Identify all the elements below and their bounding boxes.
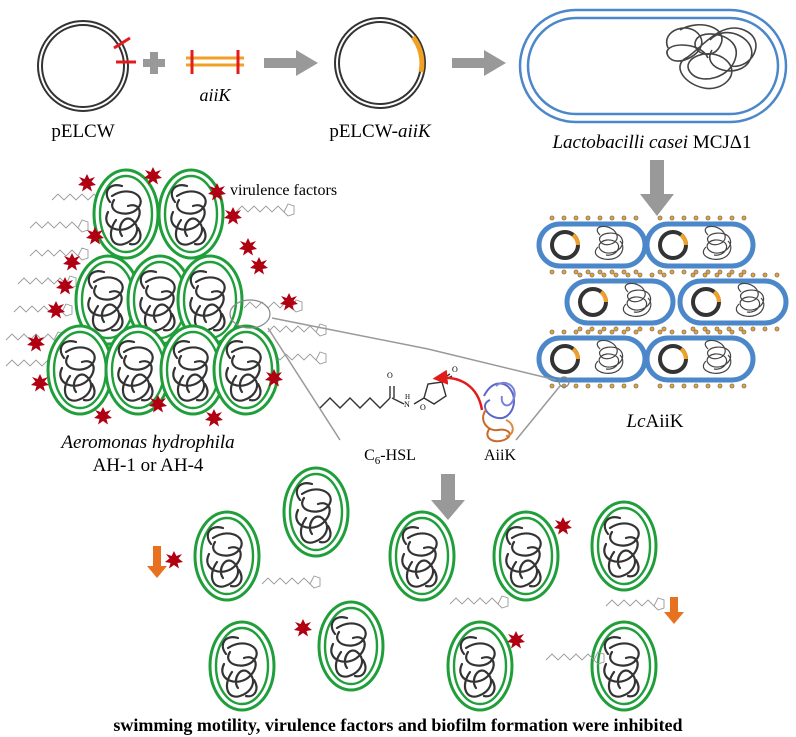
- aeromonas-cluster: [5, 167, 327, 427]
- zoom-lines: [267, 317, 561, 441]
- carbonyl-o-label: O: [452, 365, 458, 374]
- c6-hsl-structure: [319, 373, 453, 409]
- ring-o-label: O: [420, 403, 426, 412]
- gene-label: aiiK: [199, 85, 231, 105]
- aiik-protein-icon: [482, 381, 516, 443]
- pathogen-strains-label: AH-1 or AH-4: [92, 455, 204, 476]
- down-arrow-icon: [147, 546, 167, 578]
- virulence-factors-label: virulence factors: [230, 182, 338, 199]
- lactobacillus-cell: [518, 8, 788, 124]
- signal-label: C6-HSL: [364, 447, 416, 468]
- amide-h-label: H: [405, 393, 411, 401]
- plasmid-label: pELCW: [51, 121, 115, 142]
- cut-site-1: [113, 36, 131, 50]
- recombinant-plasmid-label: pELCW-aiiK: [329, 121, 431, 142]
- enzyme-cleavage-arrow: [432, 369, 484, 411]
- amide-n-label: N: [404, 400, 410, 409]
- pathogen-species-label: Aeromonas hydrophila: [61, 432, 235, 453]
- arrow-right-icon: [264, 50, 318, 76]
- down-arrow-icon: [664, 597, 684, 624]
- lcaiik-cluster: [539, 216, 786, 388]
- enzyme-label: AiiK: [484, 447, 516, 464]
- zoom-circle: [229, 299, 271, 329]
- plus-icon: [143, 52, 165, 74]
- engineered-strain-label: LcAiiK: [626, 411, 684, 432]
- arrow-down-icon: [640, 160, 674, 216]
- amide-oxygen-label: O: [387, 371, 393, 380]
- aiik-gene-fragment: [186, 50, 244, 74]
- inhibited-bacteria: [165, 468, 665, 710]
- conclusion-text: swimming motility, virulence factors and…: [113, 715, 683, 735]
- host-strain-label: Lactobacilli casei MCJΔ1: [552, 132, 752, 153]
- arrow-down-icon: [431, 474, 465, 520]
- plasmid-pelcw-aiik: [334, 17, 426, 109]
- arrow-right-icon: [452, 50, 506, 76]
- plasmid-pelcw: [37, 20, 136, 112]
